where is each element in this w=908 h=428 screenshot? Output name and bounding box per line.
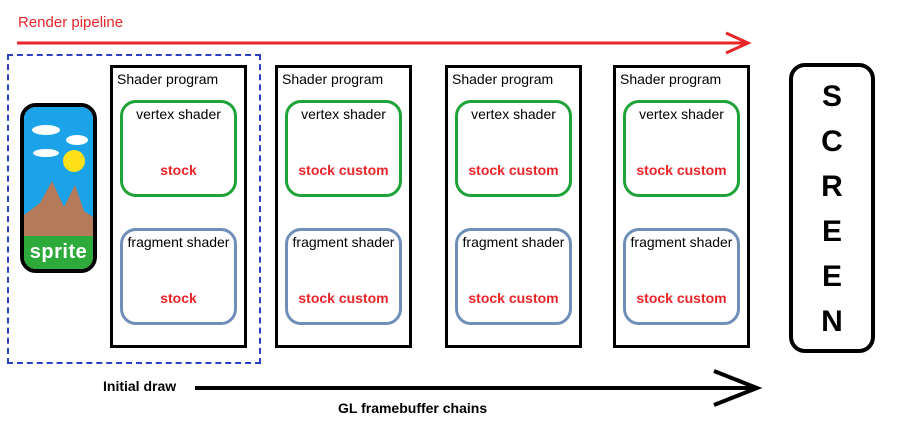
fragment-shader: fragment shader stock custom [455,228,572,325]
fragment-shader: fragment shader stock [120,228,237,325]
shader-program-1: Shader program vertex shader stock fragm… [110,65,247,348]
initial-draw-group [7,54,261,364]
shader-program-title: Shader program [117,71,219,87]
fragment-shader: fragment shader stock custom [285,228,402,325]
render-pipeline-label: Render pipeline [18,14,124,31]
shader-program-title: Shader program [452,71,554,87]
fragment-shader-name: fragment shader [292,234,395,250]
shader-program-2: Shader program vertex shader stock custo… [275,65,412,348]
fragment-shader-name: fragment shader [462,234,565,250]
fragment-shader-name: fragment shader [630,234,733,250]
vertex-shader-kind: stock custom [636,162,727,178]
screen-letter: R [821,170,843,203]
shader-program-3: Shader program vertex shader stock custo… [445,65,582,348]
vertex-shader: vertex shader stock custom [455,100,572,197]
fragment-shader-kind: stock custom [468,290,559,306]
fragment-shader: fragment shader stock custom [623,228,740,325]
shader-program-title: Shader program [282,71,384,87]
vertex-shader: vertex shader stock custom [285,100,402,197]
render-pipeline-arrow [17,31,752,55]
vertex-shader-name: vertex shader [301,106,386,122]
sprite: sprite [20,103,97,273]
fragment-shader-kind: stock custom [636,290,727,306]
fragment-shader-kind: stock custom [298,290,389,306]
screen-letter: E [821,260,842,293]
vertex-shader: vertex shader stock custom [623,100,740,197]
vertex-shader-kind: stock [160,162,197,178]
vertex-shader-kind: stock custom [298,162,389,178]
screen-letter: C [821,125,843,158]
vertex-shader-kind: stock custom [468,162,559,178]
initial-draw-label: Initial draw [103,378,177,394]
screen-letter: N [821,305,843,338]
screen-letter: S [821,80,842,113]
shader-program-title: Shader program [620,71,722,87]
screen: S C R E E N [789,63,875,353]
vertex-shader: vertex shader stock [120,100,237,197]
shader-program-4: Shader program vertex shader stock custo… [613,65,750,348]
vertex-shader-name: vertex shader [639,106,724,122]
vertex-shader-name: vertex shader [471,106,556,122]
sprite-label: sprite [29,241,88,263]
sprite-image [24,107,93,269]
framebuffer-chains-label: GL framebuffer chains [338,400,488,416]
vertex-shader-name: vertex shader [136,106,221,122]
screen-letter: E [821,215,842,248]
framebuffer-chain-arrow [195,369,763,407]
fragment-shader-kind: stock [160,290,197,306]
fragment-shader-name: fragment shader [127,234,230,250]
